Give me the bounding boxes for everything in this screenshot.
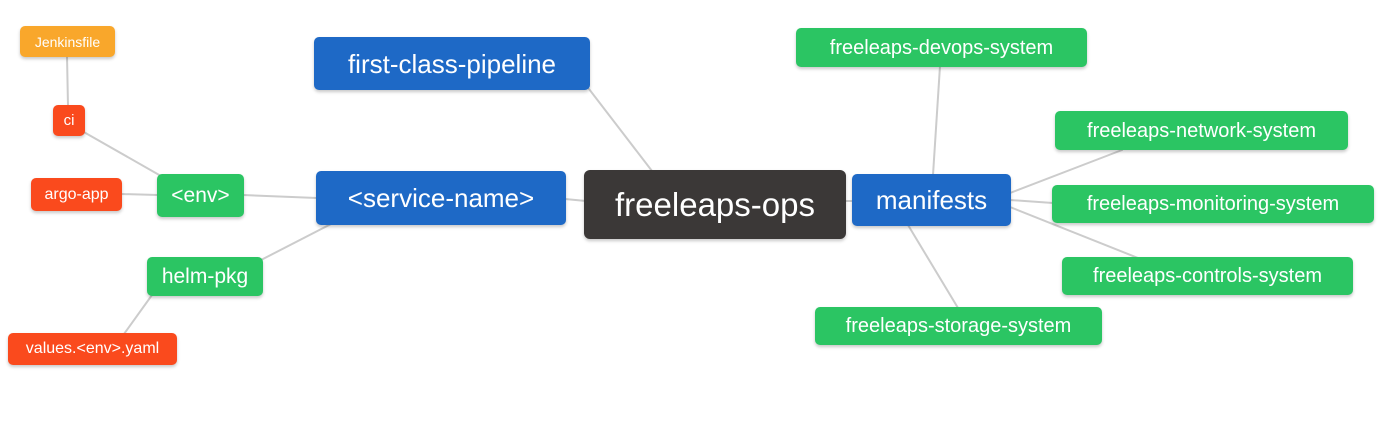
node-label: freeleaps-network-system bbox=[1087, 119, 1316, 142]
edge-argo-app-env bbox=[120, 193, 159, 196]
node-values-env-yaml[interactable]: values.<env>.yaml bbox=[8, 333, 177, 365]
node-label: helm-pkg bbox=[161, 265, 249, 288]
node-label: freeleaps-devops-system bbox=[829, 36, 1054, 59]
node-freeleaps-monitoring-system[interactable]: freeleaps-monitoring-system bbox=[1052, 185, 1374, 223]
edge-ci-env bbox=[81, 130, 169, 181]
node-freeleaps-devops-system[interactable]: freeleaps-devops-system bbox=[796, 28, 1087, 67]
node-label: values.<env>.yaml bbox=[25, 340, 160, 357]
node-label: freeleaps-ops bbox=[615, 186, 815, 223]
node-label: first-class-pipeline bbox=[347, 48, 557, 79]
node-label: freeleaps-storage-system bbox=[845, 315, 1072, 337]
node-freeleaps-ops[interactable]: freeleaps-ops bbox=[584, 170, 846, 239]
edge-env-service-name bbox=[242, 194, 318, 199]
node-label: manifests bbox=[875, 185, 988, 215]
node-label: <service-name> bbox=[347, 183, 535, 213]
edge-helm-pkg-values-env-yaml bbox=[123, 294, 153, 335]
edge-manifests-freeleaps-controls-system bbox=[1009, 206, 1139, 259]
node-first-class-pipeline[interactable]: first-class-pipeline bbox=[314, 37, 590, 90]
node-label: Jenkinsfile bbox=[34, 33, 101, 50]
edge-first-class-pipeline-freeleaps-ops bbox=[588, 88, 653, 172]
edge-service-name-freeleaps-ops bbox=[564, 198, 587, 202]
node-freeleaps-storage-system[interactable]: freeleaps-storage-system bbox=[815, 307, 1102, 345]
edge-service-name-helm-pkg bbox=[260, 223, 332, 261]
edge-manifests-freeleaps-monitoring-system bbox=[1009, 199, 1054, 204]
edge-manifests-freeleaps-storage-system bbox=[907, 224, 959, 309]
node-label: argo-app bbox=[44, 185, 109, 203]
edge-jenkinsfile-ci bbox=[66, 55, 69, 107]
node-helm-pkg[interactable]: helm-pkg bbox=[147, 257, 263, 296]
node-freeleaps-controls-system[interactable]: freeleaps-controls-system bbox=[1062, 257, 1353, 295]
node-argo-app[interactable]: argo-app bbox=[31, 178, 122, 211]
node-label: <env> bbox=[171, 184, 230, 207]
edge-manifests-freeleaps-network-system bbox=[1009, 149, 1123, 194]
node-label: freeleaps-controls-system bbox=[1093, 265, 1322, 287]
node-service-name[interactable]: <service-name> bbox=[316, 171, 566, 225]
node-manifests[interactable]: manifests bbox=[852, 174, 1011, 226]
node-label: ci bbox=[63, 112, 75, 129]
node-freeleaps-network-system[interactable]: freeleaps-network-system bbox=[1055, 111, 1348, 150]
edge-manifests-freeleaps-devops-system bbox=[932, 65, 941, 176]
node-env[interactable]: <env> bbox=[157, 174, 244, 217]
node-ci[interactable]: ci bbox=[53, 105, 85, 136]
node-label: freeleaps-monitoring-system bbox=[1086, 193, 1340, 215]
node-jenkinsfile[interactable]: Jenkinsfile bbox=[20, 26, 115, 57]
